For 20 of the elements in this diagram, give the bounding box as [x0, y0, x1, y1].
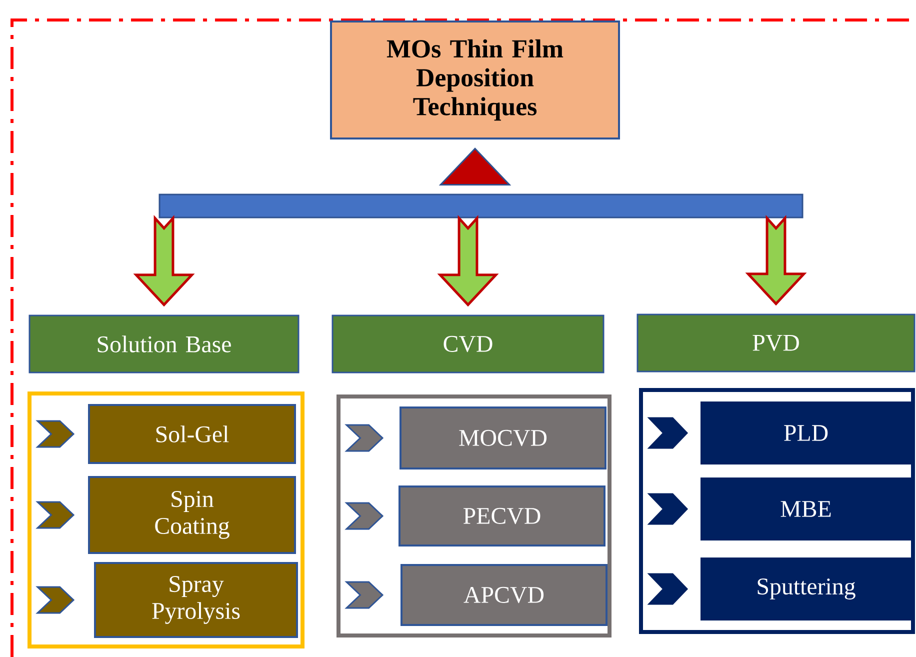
category-box: PVD	[636, 314, 916, 372]
connector-bar	[158, 194, 804, 218]
group-frame	[336, 394, 612, 638]
block-arrow	[745, 215, 807, 306]
group-frame	[28, 392, 304, 648]
technique-box: MBE	[700, 478, 912, 540]
technique-box: Sputtering	[700, 558, 912, 620]
technique-box: Spray Pyrolysis	[94, 562, 298, 638]
technique-box: MOCVD	[400, 406, 606, 470]
technique-box: Sol-Gel	[88, 404, 296, 464]
technique-box: Spin Coating	[88, 476, 296, 554]
technique-box: APCVD	[400, 564, 608, 626]
title-box: MOs Thin Film Deposition Techniques	[330, 20, 620, 140]
category-box: CVD	[332, 314, 604, 374]
group-frame	[639, 388, 915, 634]
technique-box: PLD	[700, 402, 912, 464]
block-arrow	[437, 215, 499, 307]
technique-box: PECVD	[398, 486, 606, 546]
category-box: Solution Base	[28, 314, 300, 374]
block-arrow	[133, 215, 195, 307]
